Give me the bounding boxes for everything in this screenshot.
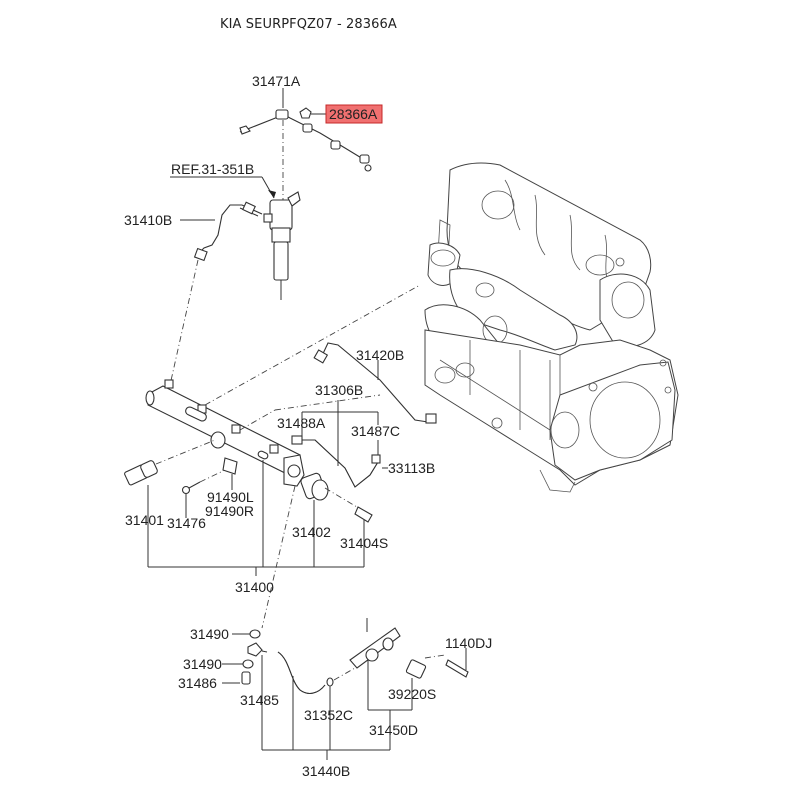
- clamp-31352C[interactable]: [326, 667, 356, 750]
- label-31487C[interactable]: 31487C: [351, 423, 400, 439]
- label-91490R[interactable]: 91490R: [205, 503, 254, 519]
- label-31404S[interactable]: 31404S: [340, 535, 388, 551]
- label-31486[interactable]: 31486: [178, 675, 217, 691]
- label-33113B[interactable]: 33113B: [388, 460, 435, 476]
- leader-31400: [148, 460, 364, 629]
- engine-illustration: [424, 162, 679, 493]
- label-31450D[interactable]: 31450D: [369, 722, 418, 738]
- injector-pipe-31410B[interactable]: [169, 201, 263, 386]
- label-31490-upper[interactable]: 31490: [190, 626, 229, 642]
- high-pressure-pipe-31420B[interactable]: [313, 342, 437, 424]
- feed-hose-31306B[interactable]: [291, 400, 388, 488]
- return-hose-31485[interactable]: [277, 651, 326, 750]
- fuel-rail[interactable]: [145, 284, 421, 487]
- label-31440B[interactable]: 31440B: [302, 763, 350, 779]
- label-ref-31-351B[interactable]: REF.31-351B: [171, 161, 254, 177]
- pressure-sensor-31401[interactable]: [124, 439, 216, 567]
- label-31476[interactable]: 31476: [167, 515, 206, 531]
- injector[interactable]: [263, 191, 301, 300]
- label-91490L[interactable]: 91490L: [207, 489, 254, 505]
- bolt-31404S[interactable]: [354, 506, 373, 567]
- label-28366A[interactable]: 28366A: [329, 106, 378, 122]
- label-31402[interactable]: 31402: [292, 524, 331, 540]
- sensor-39220S[interactable]: [405, 659, 427, 710]
- label-31352C[interactable]: 31352C: [304, 707, 353, 723]
- bolt-31476[interactable]: [181, 469, 226, 518]
- label-31410B[interactable]: 31410B: [124, 212, 172, 228]
- leader-31440B: [262, 749, 390, 760]
- pressure-valve-31402[interactable]: [300, 472, 363, 567]
- page-title: KIA SEURPFQZ07 - 28366A: [220, 17, 397, 32]
- banjo-31485[interactable]: [247, 642, 268, 750]
- fuel-filter-head-31450D[interactable]: [349, 618, 412, 750]
- label-31306B[interactable]: 31306B: [315, 382, 363, 398]
- label-31400[interactable]: 31400: [235, 579, 274, 595]
- ref-leader: [170, 120, 284, 200]
- label-39220S[interactable]: 39220S: [388, 686, 436, 702]
- highlight-box: [325, 104, 383, 124]
- label-31420B[interactable]: 31420B: [356, 347, 404, 363]
- return-hose-31471A[interactable]: [239, 88, 372, 172]
- washer-31490-lower[interactable]: [222, 659, 254, 669]
- clip-28366A[interactable]: [299, 104, 383, 124]
- label-31490-lower[interactable]: 31490: [183, 656, 222, 672]
- washer-31490-upper[interactable]: [232, 629, 261, 639]
- label-31471A[interactable]: 31471A: [252, 73, 301, 89]
- label-31401[interactable]: 31401: [125, 512, 164, 528]
- label-31485[interactable]: 31485: [240, 692, 279, 708]
- label-1140DJ[interactable]: 1140DJ: [445, 635, 492, 651]
- label-31488A[interactable]: 31488A: [277, 415, 326, 431]
- bracket-91490[interactable]: [222, 457, 238, 490]
- bolt-31486[interactable]: [222, 671, 251, 685]
- bolt-1140DJ[interactable]: [424, 648, 469, 678]
